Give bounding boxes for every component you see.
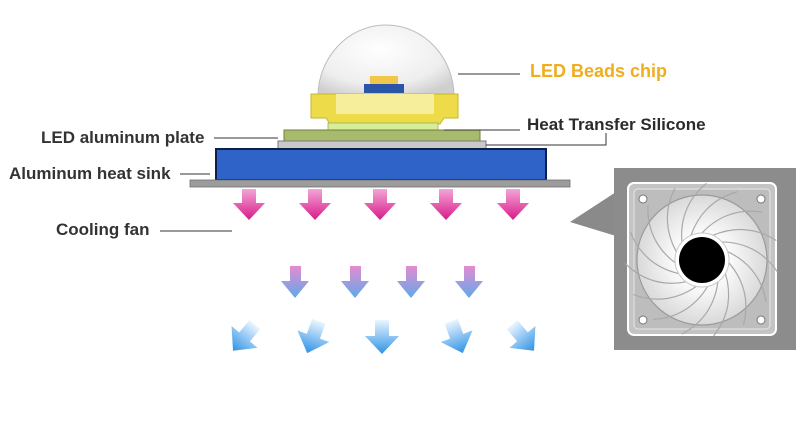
heat-transfer-silicone: [277, 140, 487, 150]
fan-blades: [624, 182, 779, 337]
arrow-down-icon: [397, 266, 425, 298]
fan-blade: [681, 281, 719, 335]
arrow-down-icon: [297, 318, 330, 354]
fan-blade: [690, 191, 738, 236]
label-heat-transfer-silicone: Heat Transfer Silicone: [527, 115, 706, 134]
led-aluminum-plate: [283, 129, 481, 142]
arrow-down-icon: [506, 320, 536, 351]
aluminum-heat-sink: [215, 148, 547, 181]
fan-blade: [624, 263, 687, 284]
fan-blade: [681, 182, 707, 242]
led-bottom-strip: [327, 122, 439, 131]
arrow-down-icon: [365, 320, 399, 354]
hot-arrow-row: [233, 189, 529, 220]
arrow-down-icon: [497, 189, 529, 220]
fan-blade: [666, 187, 677, 252]
arrow-down-icon: [233, 189, 265, 220]
led-base-top: [336, 94, 434, 114]
fan-blade: [647, 205, 676, 264]
fan-blade: [727, 251, 767, 303]
arrow-down-icon: [364, 189, 396, 220]
fan-screw-hole: [756, 315, 766, 325]
chip-pad: [370, 76, 398, 84]
cool-arrow-row: [231, 318, 536, 354]
fan-hub: [679, 237, 725, 283]
label-led-beads-chip: LED Beads chip: [530, 61, 668, 81]
fan-screw-hole: [756, 194, 766, 204]
fan-blade: [629, 231, 679, 275]
arrow-down-icon: [430, 189, 462, 220]
label-cooling-fan: Cooling fan: [56, 220, 150, 239]
arrow-down-icon: [231, 320, 261, 351]
led-dome: [317, 24, 455, 97]
fan-screw-hole: [638, 194, 648, 204]
fan-blade: [701, 210, 763, 234]
fan-blade: [713, 273, 730, 337]
fan-blade: [712, 228, 777, 242]
arrow-down-icon: [440, 318, 473, 354]
mid-arrow-row: [281, 266, 483, 298]
arrow-down-icon: [281, 266, 309, 298]
arrow-down-icon: [341, 266, 369, 298]
chip-core: [364, 84, 404, 93]
fan-blade: [653, 286, 709, 321]
fan-blade: [722, 241, 779, 273]
fan-blade: [728, 262, 747, 325]
arrow-down-icon: [299, 189, 331, 220]
label-led-aluminum-plate: LED aluminum plate: [41, 128, 205, 147]
fan-screw-hole: [638, 315, 648, 325]
heat-sink-base-strip: [189, 179, 571, 188]
fan-callout-pointer: [570, 192, 616, 236]
leader-silicone-drop: [486, 133, 607, 146]
fan-blade: [633, 285, 697, 300]
label-aluminum-heat-sink: Aluminum heat sink: [9, 164, 171, 183]
arrow-down-icon: [455, 266, 483, 298]
